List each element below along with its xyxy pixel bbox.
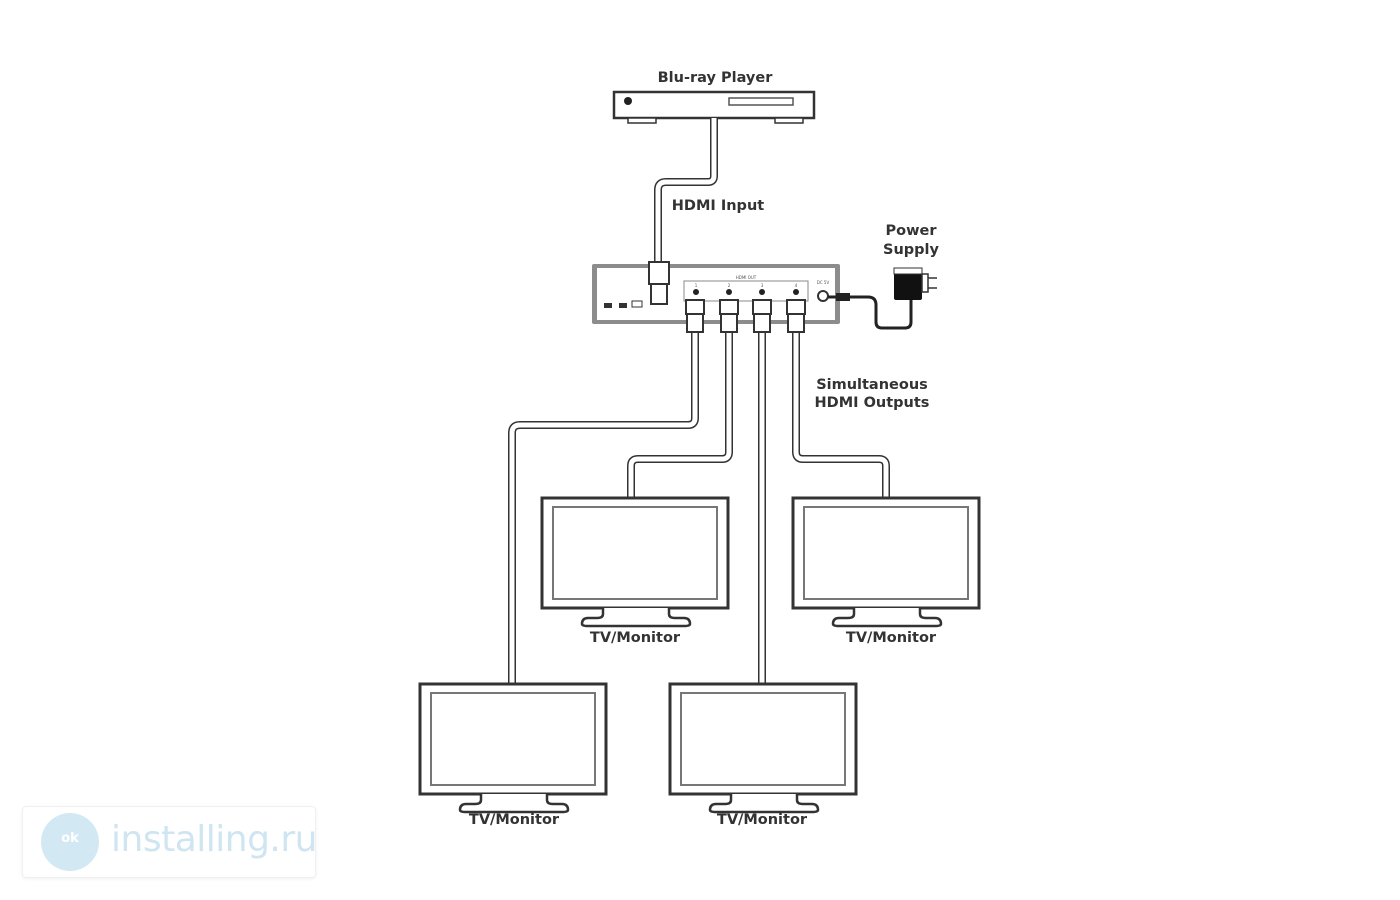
splitter-port-number: 3 [761,283,764,288]
tv-monitor-1-label: TV/Monitor [589,630,681,646]
tv-monitor-4-label: TV/Monitor [716,812,808,828]
splitter-port-number: 1 [695,283,698,288]
tv-monitor-1 [540,496,730,628]
watermark-logo-icon: ok [41,813,99,871]
watermark-logo-glyph: ok [61,831,79,846]
hdmi-splitter-device: HDMI OUT DC 5V [592,261,840,333]
tv-monitor-2-label: TV/Monitor [845,630,937,646]
hdmi-output-cables [508,330,890,684]
blu-ray-player-label: Blu-ray Player [657,70,773,86]
tv-monitor-2 [791,496,981,628]
hdmi-input-cable [654,118,718,262]
blu-ray-player-device [612,90,816,124]
splitter-port-number: 2 [728,283,731,288]
tv-monitor-3 [418,682,608,814]
watermark-text: installing.ru [111,819,317,860]
output-connectors [685,299,806,333]
hdmi-input-label: HDMI Input [671,198,765,214]
power-supply-adapter [828,267,937,330]
tv-monitor-3-label: TV/Monitor [468,812,560,828]
power-label-line1: Power [885,223,937,239]
outputs-label-line1: Simultaneous [816,377,928,393]
watermark: ok installing.ru [22,806,317,878]
splitter-port-number: 4 [795,283,798,288]
power-port-label: DC 5V [817,280,830,285]
power-label-line2: Supply [883,242,939,258]
tv-monitor-4 [668,682,858,814]
outputs-label-line2: HDMI Outputs [814,395,930,411]
splitter-panel-label: HDMI OUT [736,275,757,280]
